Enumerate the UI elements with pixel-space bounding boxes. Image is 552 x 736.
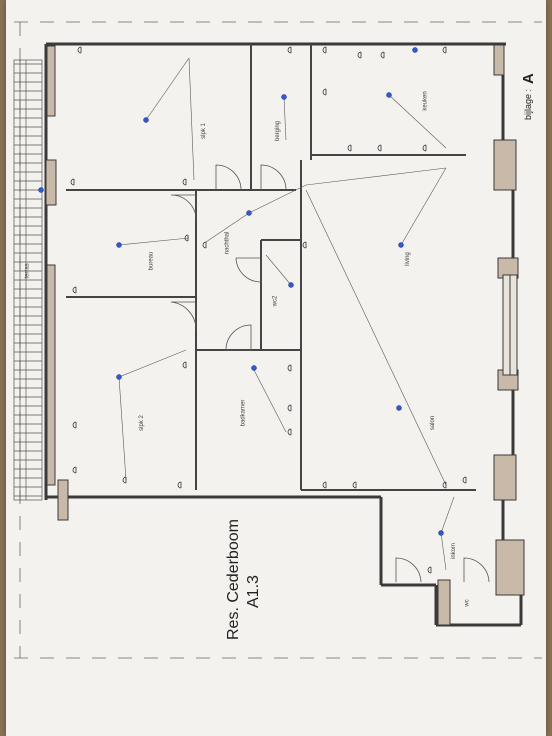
socket-symbol: [72, 466, 77, 474]
socket-symbol: [322, 46, 327, 54]
light-point: [288, 282, 294, 288]
socket-symbol: [182, 178, 187, 186]
socket-symbol: [72, 286, 77, 294]
socket-symbol: [377, 144, 382, 152]
light-point: [412, 47, 418, 53]
socket-symbol: [287, 364, 292, 372]
light-point: [116, 374, 122, 380]
socket-symbol: [322, 88, 327, 96]
light-point: [246, 210, 252, 216]
annex-text: bijlage :: [523, 88, 533, 120]
light-point: [438, 530, 444, 536]
light-point: [386, 92, 392, 98]
wiring-lines: [118, 57, 455, 571]
socket-symbol: [202, 241, 207, 249]
socket-symbol: [77, 46, 82, 54]
socket-symbol: [422, 144, 427, 152]
room-label-keuken: keuken: [422, 91, 429, 111]
room-label-wc: wc: [464, 599, 471, 607]
socket-symbol: [177, 481, 182, 489]
light-point: [398, 242, 404, 248]
light-point: [143, 117, 149, 123]
light-point: [251, 365, 257, 371]
socket-symbol: [302, 241, 307, 249]
light-point: [281, 94, 287, 100]
socket-symbol: [122, 476, 127, 484]
hatched-walls: [45, 44, 525, 626]
socket-symbol: [287, 46, 292, 54]
room-label-nachthal: nachthal: [224, 231, 231, 255]
socket-symbol: [427, 566, 432, 574]
interior-walls: [66, 44, 476, 491]
light-point: [116, 242, 122, 248]
room-label-slk1: slpk 1: [200, 123, 207, 139]
light-point: [38, 187, 44, 193]
annex-label: bijlage :: [523, 89, 533, 120]
title-line2: A1.3: [245, 575, 262, 608]
socket-symbol: [380, 51, 385, 59]
title-line1: Res. Cederboom: [225, 519, 242, 640]
socket-symbol: [72, 421, 77, 429]
sheet-border: [14, 21, 542, 659]
right-window: [502, 274, 518, 376]
room-label-living: living: [404, 252, 411, 266]
socket-symbol: [322, 481, 327, 489]
socket-symbol: [442, 46, 447, 54]
socket-symbol: [352, 481, 357, 489]
door-swings: [170, 164, 490, 583]
socket-symbol: [462, 476, 467, 484]
annex-letter: A: [520, 73, 537, 84]
room-label-bureau: bureau: [148, 251, 155, 271]
light-points: [38, 47, 444, 536]
room-label-slk2: slpk 2: [138, 415, 145, 431]
terrace-railing: [13, 59, 43, 501]
room-label-wc2: wc2: [272, 295, 279, 307]
socket-symbol: [182, 361, 187, 369]
socket-symbol: [442, 481, 447, 489]
socket-symbol: [70, 178, 75, 186]
socket-symbol: [347, 144, 352, 152]
room-label-berging: berging: [275, 120, 282, 142]
socket-symbol: [287, 428, 292, 436]
document-sheet: slpk 1 berging keuken bureau nachthal wc…: [6, 0, 546, 736]
floor-plan: [13, 21, 542, 659]
room-label-terras: terras: [24, 263, 31, 279]
socket-symbol: [184, 234, 189, 242]
electrical-symbols: [70, 46, 467, 574]
room-label-inkom: inkom: [451, 542, 458, 560]
socket-symbol: [287, 404, 292, 412]
title-block: Res. Cederboom A1.3: [224, 519, 264, 640]
light-point: [396, 405, 402, 411]
room-label-salon: salon: [430, 415, 437, 431]
socket-symbol: [357, 51, 362, 59]
room-label-badkamer: badkamer: [240, 399, 247, 427]
outer-walls: [44, 42, 523, 627]
